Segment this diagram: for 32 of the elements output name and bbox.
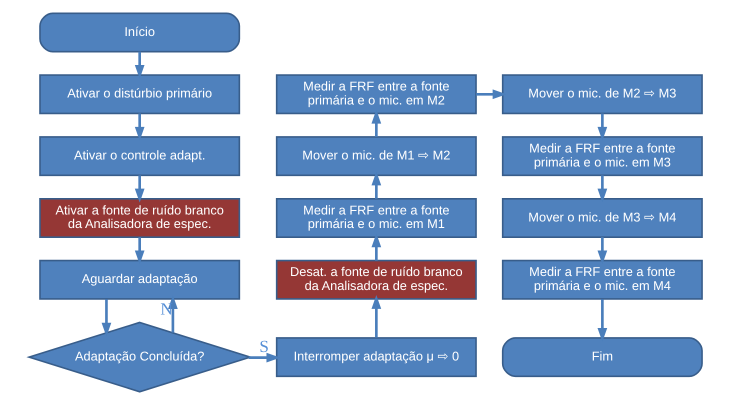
node-box: Ativar a fonte de ruído branco da Analisadora de espec. xyxy=(39,197,240,238)
node-box: Início xyxy=(39,12,240,52)
node-box: Desat. a fonte de ruído branco da Analisadora de espec. xyxy=(276,259,477,300)
arrow xyxy=(598,174,608,202)
arrow xyxy=(134,236,145,264)
node-box: Mover o mic. de M2 ⇨ M3 xyxy=(502,74,703,114)
node-box: Interromper adaptação μ ⇨ 0 xyxy=(276,336,477,377)
node-box: Medir a FRF entre a fonte primária e o mic. em M2 xyxy=(276,74,477,114)
arrow xyxy=(372,109,382,136)
node-box: Mover o mic. de M3 ⇨ M4 xyxy=(502,197,703,238)
arrow xyxy=(372,171,382,198)
node-box: Medir a FRF entre a fonte primária e o mic. em M1 xyxy=(276,197,477,238)
node-box: Mover o mic. de M1 ⇨ M2 xyxy=(276,136,477,176)
arrow xyxy=(134,51,145,78)
arrow xyxy=(598,113,608,140)
node-box: Medir a FRF entre a fonte primária e o mic. em M3 xyxy=(502,136,703,176)
node-box: Medir a FRF entre a fonte primária e o mic. em M4 xyxy=(502,259,703,300)
arrow xyxy=(372,294,382,338)
arrow xyxy=(598,298,608,342)
arrow xyxy=(134,113,145,140)
node-box: Ativar o distúrbio primário xyxy=(39,74,240,114)
node-box: Fim xyxy=(502,336,703,377)
arrow xyxy=(598,236,608,264)
arrow xyxy=(168,294,178,332)
edge-label: S xyxy=(259,336,269,356)
arrow xyxy=(476,88,507,99)
node-box: Ativar o controle adapt. xyxy=(39,136,240,176)
arrow xyxy=(372,232,382,260)
node-box: Aguardar adaptação xyxy=(39,259,240,300)
arrow xyxy=(102,298,112,336)
arrow xyxy=(134,174,145,202)
arrow xyxy=(248,352,280,362)
